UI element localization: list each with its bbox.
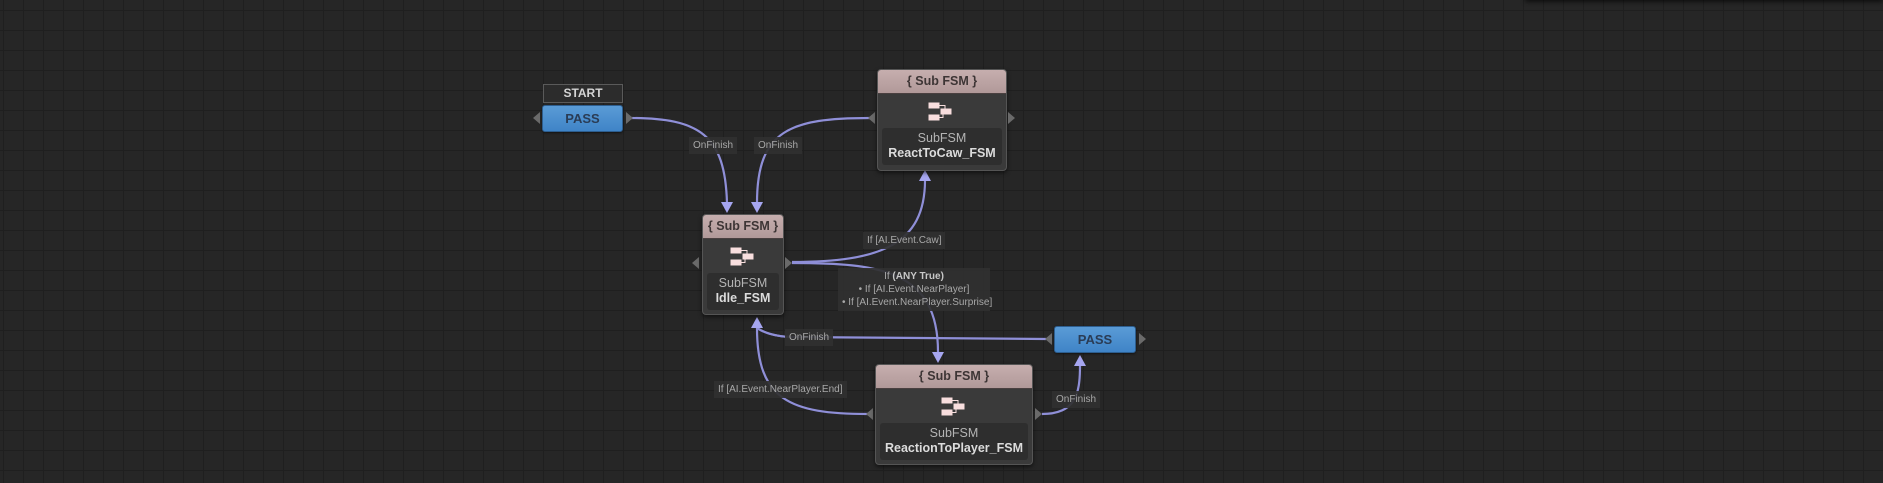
pin-right-icon[interactable] <box>1035 408 1042 420</box>
pin-left-icon[interactable] <box>868 112 875 124</box>
transition-label-pass-onfinish[interactable]: OnFinish <box>785 329 834 346</box>
condition-prefix: If <box>884 271 890 282</box>
subfsm-node-react-to-caw[interactable]: { Sub FSM } SubFSM ReactToCaw_FSM <box>877 69 1007 171</box>
wire-start-to-idle[interactable] <box>629 116 729 204</box>
condition-item: • If [AI.Event.NearPlayer] <box>858 284 970 295</box>
arrow-head-icon <box>932 352 944 363</box>
subfsm-type: SubFSM <box>917 131 967 145</box>
pin-left-icon[interactable] <box>533 112 540 124</box>
subfsm-name: ReactToCaw_FSM <box>888 146 996 160</box>
subfsm-type: SubFSM <box>718 276 768 290</box>
subfsm-header: { Sub FSM } <box>703 215 783 239</box>
subfsm-header: { Sub FSM } <box>876 365 1032 389</box>
start-pass-node[interactable]: PASS <box>542 105 623 132</box>
arrow-head-icon <box>751 317 763 328</box>
pin-right-icon[interactable] <box>1139 333 1146 345</box>
pass-node[interactable]: PASS <box>1054 326 1136 353</box>
subfsm-node-reaction-to-player[interactable]: { Sub FSM } SubFSM ReactionToPlayer_FSM <box>875 364 1033 465</box>
arrow-head-icon <box>919 170 931 181</box>
pin-left-icon[interactable] <box>692 257 699 269</box>
wire-caw-to-idle[interactable] <box>755 116 871 204</box>
subfsm-hierarchy-icon <box>876 393 1032 423</box>
transition-label-caw-onfinish[interactable]: OnFinish <box>754 137 803 154</box>
subfsm-node-idle[interactable]: { Sub FSM } SubFSM Idle_FSM <box>702 214 784 315</box>
condition-mode: (ANY True) <box>892 271 944 282</box>
condition-item: • If [AI.Event.NearPlayer.Surprise] <box>842 297 993 308</box>
wire-player-to-idle[interactable] <box>755 327 869 416</box>
transition-label-nearplayer-end[interactable]: If [AI.Event.NearPlayer.End] <box>714 381 847 398</box>
transition-label-start-onfinish[interactable]: OnFinish <box>689 137 738 154</box>
subfsm-hierarchy-icon <box>878 98 1006 128</box>
pin-left-icon[interactable] <box>1045 333 1052 345</box>
subfsm-name: Idle_FSM <box>715 291 771 305</box>
pin-left-icon[interactable] <box>866 408 873 420</box>
subfsm-header: { Sub FSM } <box>878 70 1006 94</box>
subfsm-type: SubFSM <box>929 426 979 440</box>
arrow-head-icon <box>1074 355 1086 366</box>
pin-right-icon[interactable] <box>785 257 792 269</box>
transition-label-player-conditions[interactable]: If (ANY True) • If [AI.Event.NearPlayer]… <box>838 268 993 311</box>
start-label: START <box>543 84 623 103</box>
pin-right-icon[interactable] <box>1008 112 1015 124</box>
transition-label-caw-condition[interactable]: If [AI.Event.Caw] <box>863 232 946 249</box>
arrow-head-icon <box>721 202 733 213</box>
transition-label-player-onfinish[interactable]: OnFinish <box>1052 391 1101 408</box>
subfsm-hierarchy-icon <box>703 243 783 273</box>
pin-right-icon[interactable] <box>626 112 633 124</box>
arrow-head-icon <box>751 202 763 213</box>
wire-idle-to-caw[interactable] <box>791 179 927 264</box>
subfsm-name: ReactionToPlayer_FSM <box>884 441 1023 455</box>
